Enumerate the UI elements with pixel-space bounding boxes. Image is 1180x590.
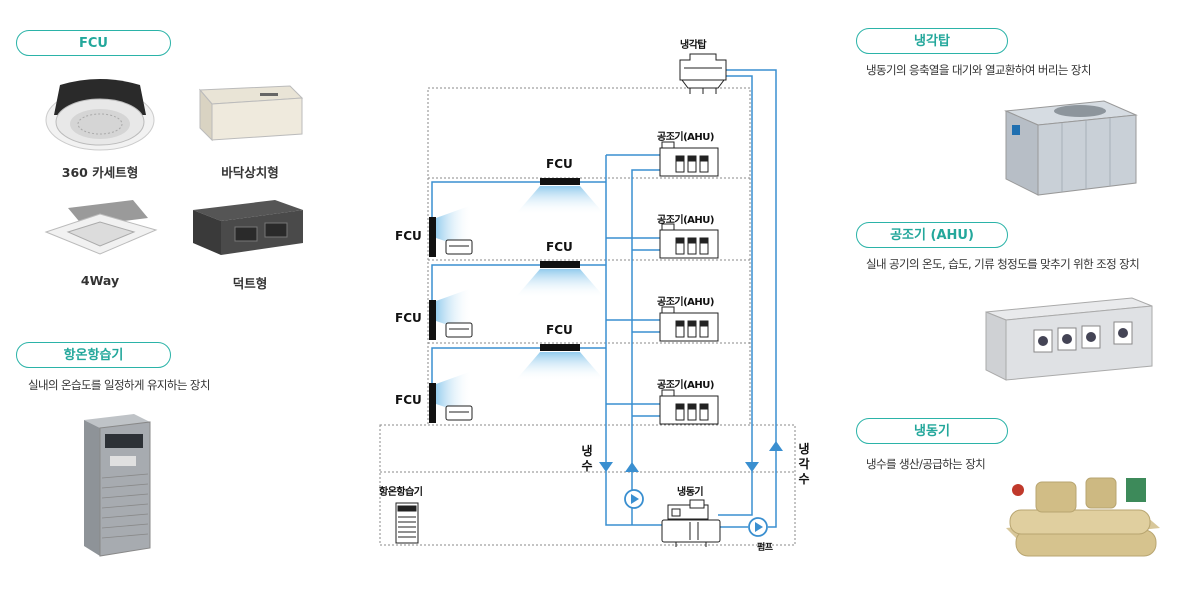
fcu-type-label: 4Way	[80, 273, 120, 288]
humidifier-desc: 실내의 온습도를 일정하게 유지하는 장치	[28, 378, 210, 392]
cassette-360-icon	[45, 79, 155, 151]
ahu-unit-icon	[659, 389, 719, 425]
ahu-unit-icon	[659, 223, 719, 259]
fcu-header: FCU	[16, 30, 171, 56]
chilled-water-supply	[605, 160, 662, 526]
ahu-unit-icon	[659, 141, 719, 177]
cooling-tower-icon	[679, 53, 727, 94]
ceiling-fcu-label: FCU	[546, 323, 573, 337]
ahu-photo	[985, 297, 1153, 381]
ahu-label: 공조기(AHU)	[657, 132, 714, 143]
fcu-type-label: 덕트형	[232, 276, 268, 291]
ahu-label: 공조기(AHU)	[657, 297, 714, 308]
floor-standing-icon	[198, 85, 304, 142]
wall-fcu-icon	[429, 288, 473, 340]
wall-fcu-icon	[429, 371, 473, 423]
ceiling-fcu-label: FCU	[546, 240, 573, 254]
duct-type-icon	[193, 200, 303, 255]
mechanical-room-outline	[379, 424, 796, 546]
humidifier-unit-icon	[395, 502, 419, 544]
flow-arrow-down	[599, 462, 613, 472]
ceiling-fcu-icon	[515, 261, 605, 298]
chiller-photo	[1006, 477, 1160, 557]
ceiling-fcu-label: FCU	[546, 157, 573, 171]
ahu-header: 공조기 (AHU)	[856, 222, 1008, 248]
wall-fcu-label: FCU	[395, 311, 422, 325]
ceiling-fcu-icon	[515, 178, 605, 215]
cassette-4way-icon	[44, 200, 158, 255]
chiller-desc: 냉수를 생산/공급하는 장치	[866, 457, 986, 471]
fcu-type-label: 360 카세트형	[61, 165, 139, 180]
cooling-water-supply	[726, 69, 777, 528]
hvac-system-diagram	[379, 53, 796, 547]
pump-icon	[624, 489, 644, 509]
wall-fcu-icon	[429, 205, 473, 257]
humidifier-label: 항온항습기	[379, 487, 423, 498]
pump-icon	[748, 517, 768, 537]
ahu-label: 공조기(AHU)	[657, 215, 714, 226]
chiller-label: 냉동기	[677, 487, 704, 498]
fcu-type-label: 바닥상치형	[221, 165, 279, 180]
constant-temp-humidifier-icon	[84, 414, 151, 557]
cooling-tower-header: 냉각탑	[856, 28, 1008, 54]
chilled-water-return	[631, 169, 660, 525]
ahu-label: 공조기(AHU)	[657, 380, 714, 391]
roof-floor-outline	[427, 87, 751, 179]
chiller-header: 냉동기	[856, 418, 1008, 444]
humidifier-header: 항온항습기	[16, 342, 171, 368]
cooling-water-return	[716, 75, 753, 516]
cooling-tower-label: 냉각탑	[680, 40, 707, 51]
wall-fcu-label: FCU	[395, 229, 422, 243]
cooling-tower-desc: 냉동기의 응축열을 대기와 열교환하여 버리는 장치	[866, 63, 1091, 77]
ceiling-fcu-icon	[515, 344, 605, 381]
flow-arrow-down	[745, 462, 759, 472]
pump-label: 펌프	[757, 543, 773, 553]
cooling-tower-photo	[1004, 100, 1138, 196]
chiller-unit-icon	[661, 499, 721, 547]
ahu-unit-icon	[659, 306, 719, 342]
ahu-desc: 실내 공기의 온도, 습도, 기류 청정도를 맞추기 위한 조정 장치	[866, 257, 1140, 271]
flow-arrow-up	[625, 462, 639, 472]
flow-arrow-up	[769, 441, 783, 451]
wall-fcu-label: FCU	[395, 393, 422, 407]
